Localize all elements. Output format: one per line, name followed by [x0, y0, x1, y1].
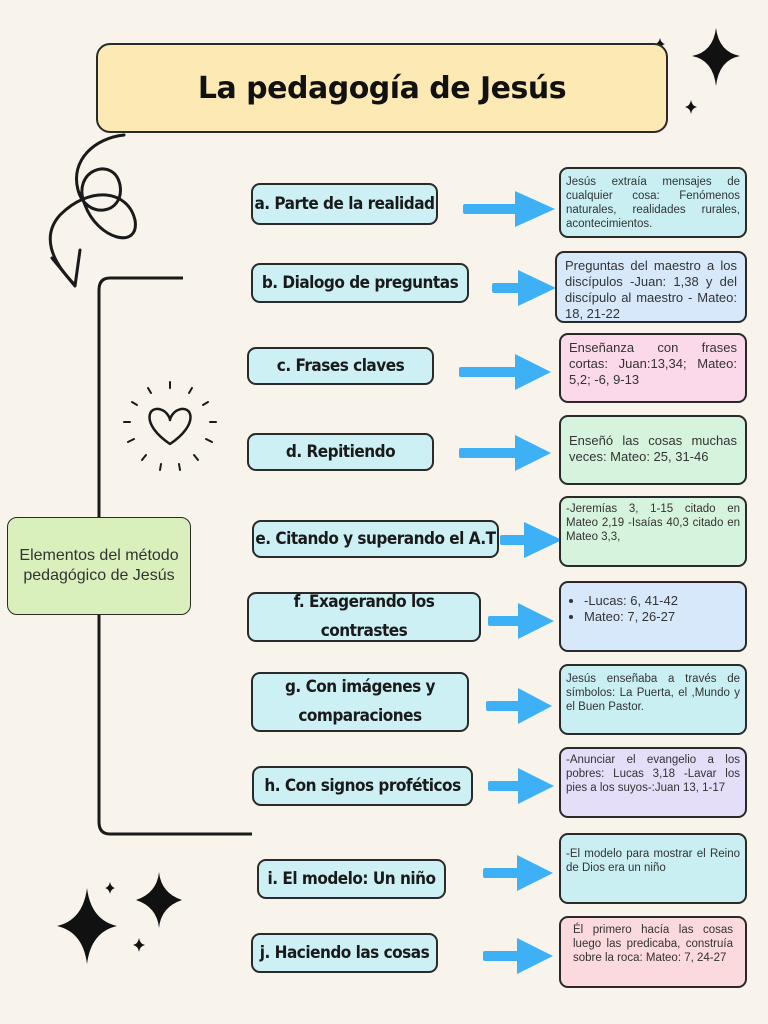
- arrow-e: [500, 522, 562, 558]
- note-a: Jesús extraía mensajes de cualquier cosa…: [559, 167, 747, 238]
- note-f-list: -Lucas: 6, 41-42 Mateo: 7, 26-27: [566, 593, 740, 626]
- arrow-g: [486, 688, 552, 724]
- note-c: Enseñanza con frases cortas: Juan:13,34;…: [559, 333, 747, 403]
- arrow-b: [492, 270, 556, 306]
- label-d: d. Repitiendo: [247, 433, 434, 471]
- arrow-f: [488, 603, 554, 639]
- heart-icon: [123, 381, 217, 471]
- list-item: Mateo: 7, 26-27: [584, 609, 740, 625]
- arrow-i: [483, 855, 553, 891]
- curly-arrow: [48, 133, 137, 287]
- sparkle-icon: [692, 28, 740, 86]
- label-g: g. Con imágenes y comparaciones: [251, 672, 469, 732]
- arrow-c: [459, 354, 551, 390]
- sparkle-icon: [685, 100, 697, 114]
- sparkle-icon: [105, 882, 115, 894]
- sparkle-icon: [133, 938, 145, 952]
- label-c: c. Frases claves: [247, 347, 434, 385]
- label-i: i. El modelo: Un niño: [257, 859, 446, 899]
- title-box: La pedagogía de Jesús: [96, 43, 668, 133]
- sparkle-icon: [136, 872, 182, 928]
- note-g: Jesús enseñaba a través de símbolos: La …: [559, 664, 747, 735]
- label-a: a. Parte de la realidad: [251, 183, 438, 225]
- note-d: Enseñó las cosas muchas veces: Mateo: 25…: [559, 415, 747, 485]
- label-e: e. Citando y superando el A.T: [252, 520, 499, 558]
- label-f: f. Exagerando los contrastes: [247, 592, 481, 642]
- label-b: b. Dialogo de preguntas: [251, 263, 469, 303]
- label-j: j. Haciendo las cosas: [251, 933, 438, 973]
- note-i: -El modelo para mostrar el Reino de Dios…: [559, 833, 747, 904]
- arrow-a: [463, 191, 555, 227]
- main-node: Elementos del método pedagógico de Jesús: [7, 517, 191, 615]
- arrow-h: [488, 768, 554, 804]
- note-f: -Lucas: 6, 41-42 Mateo: 7, 26-27: [559, 581, 747, 652]
- note-b: Preguntas del maestro a los discípulos -…: [555, 251, 747, 323]
- connector-arrows: [459, 191, 562, 974]
- page-title: La pedagogía de Jesús: [197, 70, 567, 106]
- label-h: h. Con signos proféticos: [252, 766, 473, 806]
- note-h: -Anunciar el evangelio a los pobres: Luc…: [559, 747, 747, 818]
- note-j: Él primero hacía las cosas luego las pre…: [559, 916, 747, 988]
- curly-arrow-head: [50, 248, 82, 288]
- arrow-j: [483, 938, 553, 974]
- bracket-line: [97, 276, 252, 836]
- note-e: -Jeremías 3, 1-15 citado en Mateo 2,19 -…: [559, 496, 747, 567]
- sparkle-icon: [57, 888, 117, 964]
- list-item: -Lucas: 6, 41-42: [584, 593, 740, 609]
- arrow-d: [459, 435, 551, 471]
